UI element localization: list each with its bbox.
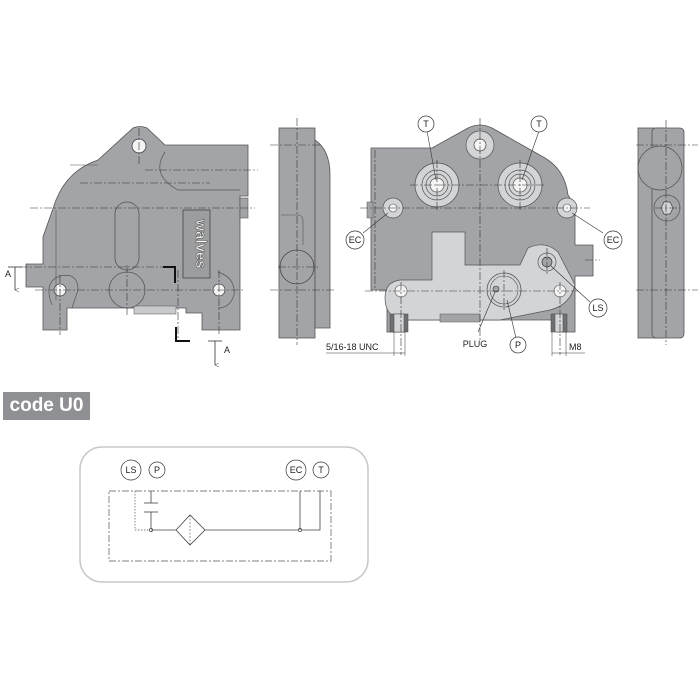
- dimension-thread-right: M8: [551, 332, 585, 356]
- label-t-right: T: [536, 119, 542, 129]
- label-plug: PLUG: [463, 339, 488, 349]
- section-marker-a: A A: [5, 266, 230, 365]
- svg-text:M8: M8: [569, 342, 582, 352]
- label-ls: LS: [592, 303, 603, 313]
- schematic-port-ls: LS: [125, 465, 136, 475]
- schematic-frame: [79, 446, 369, 583]
- dimension-thread-left: 5/16-18 UNC: [326, 332, 406, 356]
- label-p: P: [515, 340, 521, 350]
- code-badge: code U0: [3, 392, 90, 420]
- front-view: walves A A: [5, 126, 258, 366]
- side-view-right: [636, 120, 698, 345]
- rear-view: T T EC EC LS P PLUG 5/16-18 UNC M8: [326, 115, 623, 356]
- logo-plate: walves: [182, 209, 211, 279]
- label-ec-left: EC: [349, 235, 362, 245]
- logo-text: walves: [192, 218, 209, 268]
- schematic-port-p: P: [154, 465, 160, 475]
- label-ec-right: EC: [607, 235, 620, 245]
- hydraulic-schematic: LS P EC T: [79, 446, 369, 583]
- schematic-port-t: T: [318, 465, 324, 475]
- label-t-left: T: [423, 119, 429, 129]
- svg-text:A: A: [5, 269, 11, 279]
- svg-text:A: A: [224, 345, 230, 355]
- side-view-left: [270, 118, 336, 345]
- schematic-port-ec: EC: [290, 465, 303, 475]
- svg-text:5/16-18 UNC: 5/16-18 UNC: [326, 342, 379, 352]
